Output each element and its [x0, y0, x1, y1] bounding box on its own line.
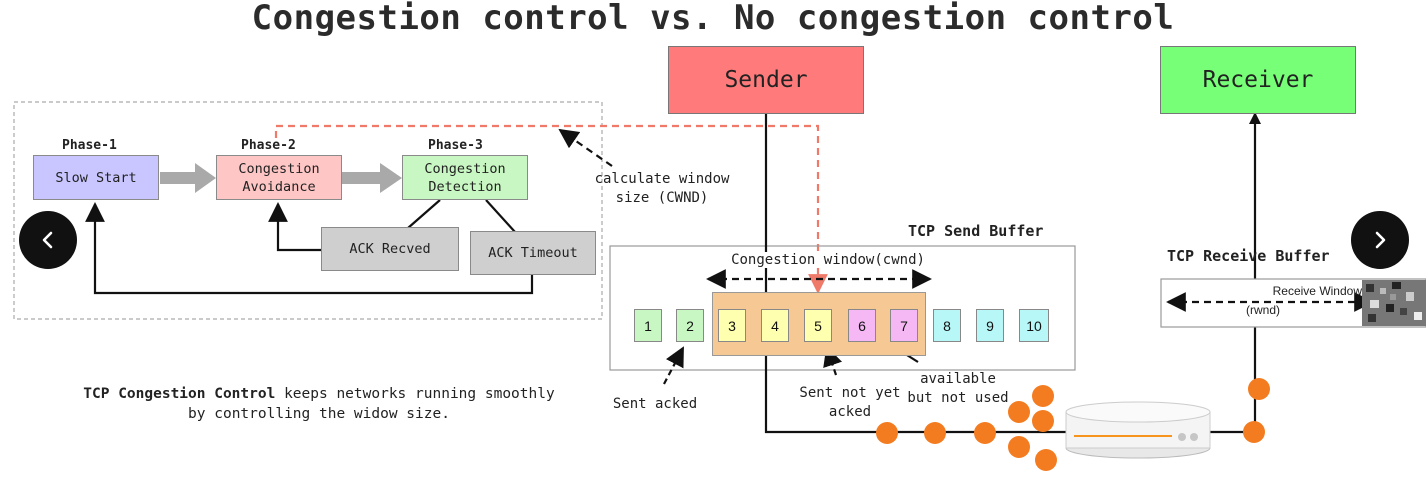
ack-recved-box: ACK Recved [321, 227, 459, 271]
cwnd-label: Congestion window(cwnd) [712, 252, 944, 268]
receive-window-abbr: (rwnd) [1246, 303, 1281, 317]
calc-window-note: calculate window size (CWND) [594, 171, 730, 206]
congestion-detection-box: Congestion Detection [402, 155, 528, 200]
chevron-left-icon [42, 231, 53, 249]
page-title: Congestion control vs. No congestion con… [251, 0, 1175, 38]
description-bold: TCP Congestion Control [83, 386, 276, 402]
ack-recved-arrow [268, 202, 322, 252]
phase2-label: Phase-2 [241, 138, 296, 153]
packet-cell: 2 [676, 309, 704, 342]
packet-cell: 1 [634, 309, 662, 342]
phase-area-frame [13, 101, 603, 320]
send-buffer-title: TCP Send Buffer [908, 222, 1044, 240]
packet-cell: 7 [890, 309, 918, 342]
packet-cell: 3 [718, 309, 746, 342]
receiver-box: Receiver [1160, 46, 1356, 114]
ack-timeout-arrow [85, 202, 534, 295]
description-text: TCP Congestion Control keeps networks ru… [76, 384, 562, 424]
packet-cell: 4 [761, 309, 789, 342]
phase1-label: Phase-1 [62, 138, 117, 153]
packet-cell: 8 [933, 309, 961, 342]
send-buffer-frame [609, 245, 1076, 371]
sender-network-line [764, 112, 1257, 434]
packet-cell: 5 [804, 309, 832, 342]
chevron-right-icon [1375, 231, 1386, 249]
carousel-next-button[interactable] [1351, 211, 1409, 269]
cwnd-feedback-line [274, 124, 828, 294]
receive-window-label: Receive Window [1272, 284, 1362, 298]
flow-arrow-2 [342, 163, 402, 193]
congestion-avoidance-box: Congestion Avoidance [216, 155, 342, 200]
available-label: available but not used [907, 371, 1009, 406]
slow-start-box: Slow Start [33, 155, 159, 200]
receive-buffer-noise [1362, 280, 1426, 326]
packet-cell: 10 [1019, 309, 1049, 342]
network-packets [876, 378, 1270, 471]
packet-cell: 6 [848, 309, 876, 342]
description-rest: keeps networks running smoothly by contr… [188, 386, 555, 422]
phase3-label: Phase-3 [428, 138, 483, 153]
carousel-prev-button[interactable] [19, 211, 77, 269]
flow-arrow-1 [160, 163, 216, 193]
router-device [1065, 401, 1211, 459]
ack-timeout-box: ACK Timeout [470, 231, 596, 275]
sender-box: Sender [668, 46, 864, 114]
packet-cell: 9 [976, 309, 1004, 342]
sent-acked-label: Sent acked [612, 396, 698, 412]
receive-buffer-title: TCP Receive Buffer [1167, 247, 1330, 265]
sent-not-acked-label: Sent not yet acked [799, 385, 901, 420]
